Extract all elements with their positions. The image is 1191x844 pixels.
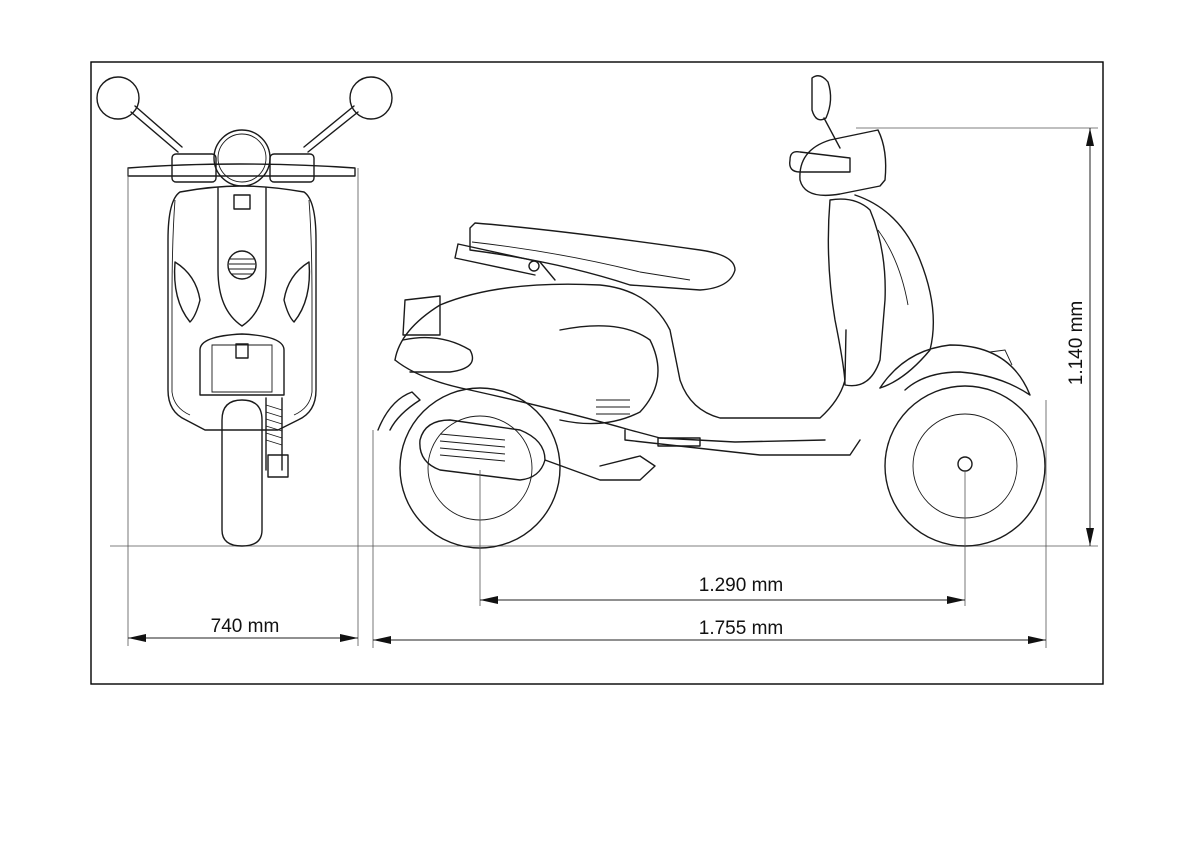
length-dimension: 1.755 mm (373, 618, 1046, 644)
width-label: 740 mm (211, 616, 280, 637)
height-dimension: 1.140 mm (1066, 128, 1094, 546)
wheelbase-label: 1.290 mm (699, 575, 783, 596)
exhaust (420, 420, 545, 480)
front-view (97, 77, 392, 546)
front-fender (200, 334, 284, 395)
side-mirror (812, 76, 831, 120)
width-dimension: 740 mm (128, 616, 358, 642)
front-wheel (222, 400, 262, 546)
length-label: 1.755 mm (699, 618, 783, 639)
wheelbase-dimension: 1.290 mm (480, 575, 965, 604)
front-body (168, 186, 316, 430)
legshield (828, 199, 885, 386)
side-front-fender (880, 345, 1030, 395)
handlebar (800, 130, 886, 195)
side-view (378, 76, 1045, 548)
seat (470, 223, 735, 290)
headlight (214, 130, 270, 186)
height-label: 1.140 mm (1066, 301, 1087, 385)
horn-grille (228, 251, 256, 279)
rear-body (395, 284, 846, 418)
